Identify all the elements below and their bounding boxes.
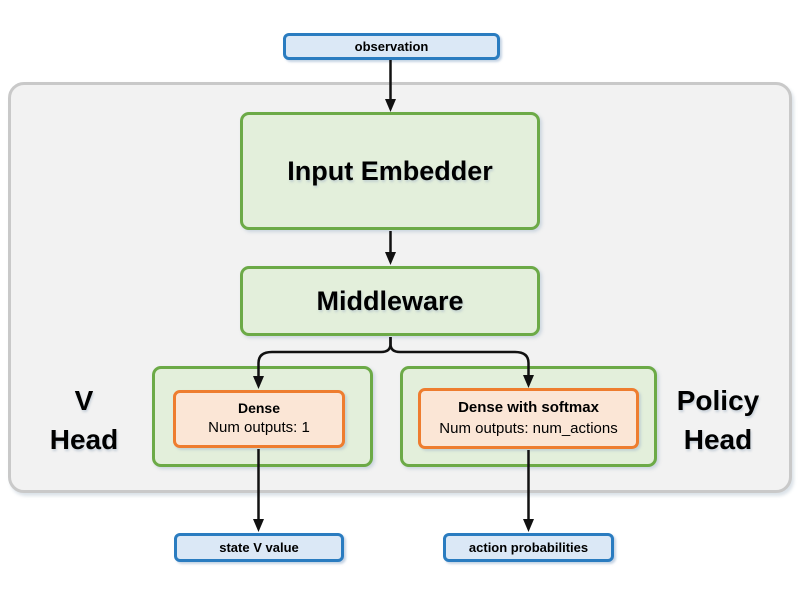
v-dense-layer: Dense Num outputs: 1 [173,390,345,448]
input-embedder-label: Input Embedder [287,155,493,186]
middleware-label: Middleware [316,285,464,316]
state-v-value-label: state V value [219,540,299,555]
observation-label: observation [354,39,429,54]
observation-node: observation [283,33,500,60]
state-v-value-node: state V value [174,533,344,562]
policy-dense-title: Dense with softmax [458,399,599,417]
v-head-label-line1: V [74,385,94,416]
policy-dense-layer: Dense with softmax Num outputs: num_acti… [418,388,639,449]
action-probabilities-node: action probabilities [443,533,614,562]
v-dense-title: Dense [237,400,281,417]
action-probabilities-label: action probabilities [468,540,589,555]
policy-head-label-line1: Policy [676,385,760,416]
middleware-node: Middleware [240,266,540,336]
v-head-label-line2: Head [49,424,119,455]
arrowhead-statev [253,519,264,532]
arrowhead-actionprob [523,519,534,532]
policy-dense-subtitle: Num outputs: num_actions [439,419,618,437]
v-dense-subtitle: Num outputs: 1 [208,419,310,437]
v-head-label: V Head [24,381,144,459]
input-embedder-node: Input Embedder [240,112,540,230]
policy-head-label: Policy Head [657,381,779,459]
policy-head-label-line2: Head [683,424,753,455]
